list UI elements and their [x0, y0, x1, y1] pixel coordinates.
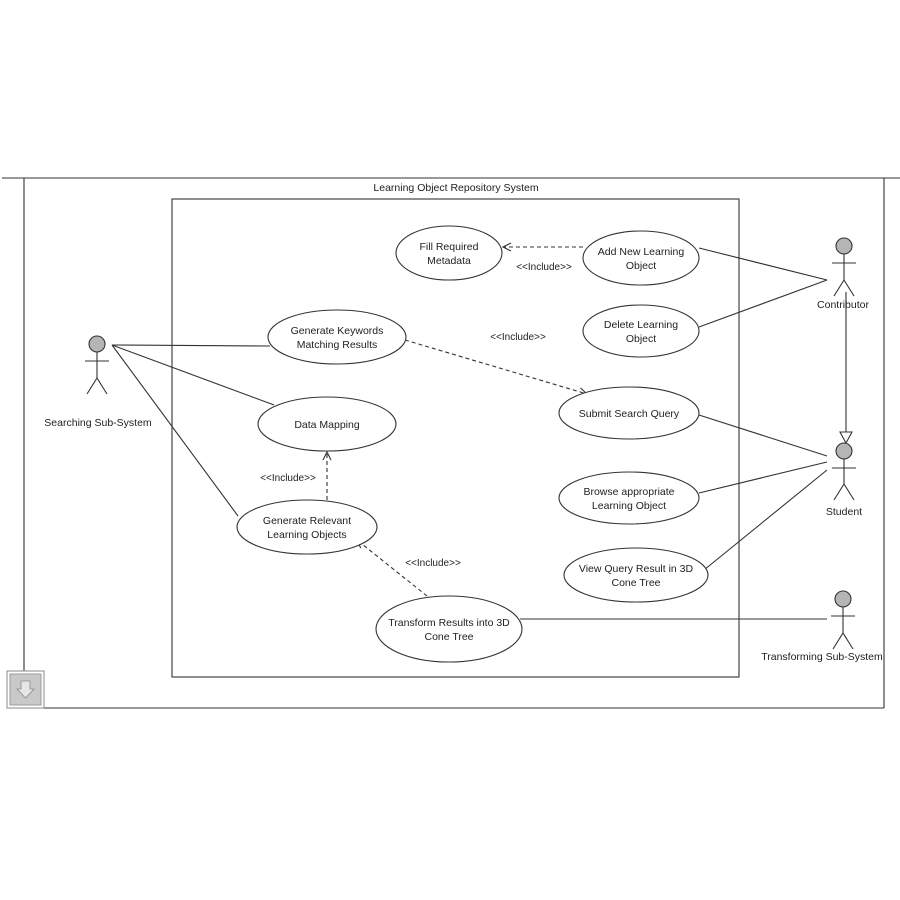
- stick-figure-icon: [832, 442, 856, 501]
- associations: [111, 247, 853, 620]
- include-keywords-submit: [404, 339, 587, 394]
- actor-student-label: Student: [826, 506, 862, 518]
- assoc-searching-relevant: [111, 344, 239, 517]
- stick-figure-icon: [85, 335, 109, 395]
- use-case-fill-metadata[interactable]: Fill Required Metadata: [395, 225, 503, 281]
- include-label-3: <<Include>>: [260, 473, 316, 484]
- uc-view3d-line2: Cone Tree: [611, 577, 660, 589]
- assoc-searching-mapping: [111, 344, 275, 406]
- actor-searching-sub-system[interactable]: Searching Sub-System: [44, 335, 152, 429]
- stick-figure-icon: [831, 590, 855, 650]
- uc-gen-relevant-line1: Generate Relevant: [263, 515, 351, 527]
- use-case-delete-learning-object[interactable]: Delete Learning Object: [582, 304, 700, 358]
- uc-gen-keywords-line1: Generate Keywords: [291, 325, 384, 337]
- assoc-searching-keywords: [111, 344, 271, 347]
- actor-contributor-label: Contributor: [817, 299, 869, 311]
- actor-student[interactable]: Student: [826, 442, 862, 518]
- use-case-add-learning-object[interactable]: Add New Learning Object: [582, 230, 700, 286]
- uc-delete-lo-line2: Object: [626, 333, 656, 345]
- uc-browse-lo-line1: Browse appropriate: [583, 486, 674, 498]
- stick-figure-icon: [832, 237, 856, 297]
- use-case-browse-learning-object[interactable]: Browse appropriate Learning Object: [558, 471, 700, 525]
- scroll-down-icon[interactable]: [6, 670, 45, 709]
- actor-transforming-sub-system[interactable]: Transforming Sub-System: [761, 590, 883, 663]
- uc-add-lo-line1: Add New Learning: [598, 246, 685, 258]
- outer-frame: Learning Object Repository System: [2, 177, 900, 709]
- uc-fill-metadata-line2: Metadata: [427, 255, 471, 267]
- system-title: Learning Object Repository System: [373, 182, 538, 194]
- use-case-submit-search-query[interactable]: Submit Search Query: [558, 386, 700, 440]
- actor-transforming-label: Transforming Sub-System: [761, 651, 883, 663]
- uc-fill-metadata-line1: Fill Required: [420, 241, 479, 253]
- assoc-student-browse: [698, 461, 828, 494]
- uc-gen-keywords-line2: Matching Results: [297, 339, 378, 351]
- assoc-student-view3d: [703, 469, 828, 571]
- include-transform-relevant: [357, 540, 428, 597]
- include-relations: <<Include>> <<Include>> <<Include>> <<In…: [260, 247, 587, 597]
- use-case-generate-keywords[interactable]: Generate Keywords Matching Results: [267, 309, 407, 365]
- uc-add-lo-line2: Object: [626, 260, 656, 272]
- use-case-data-mapping[interactable]: Data Mapping: [257, 396, 397, 452]
- include-label-1: <<Include>>: [516, 262, 572, 273]
- system-boundary: [171, 198, 740, 678]
- uc-browse-lo-line2: Learning Object: [592, 500, 666, 512]
- uc-transform-line2: Cone Tree: [424, 631, 473, 643]
- uc-data-mapping-line1: Data Mapping: [294, 419, 360, 431]
- use-case-generate-relevant[interactable]: Generate Relevant Learning Objects: [236, 499, 378, 555]
- uc-gen-relevant-line2: Learning Objects: [267, 529, 346, 541]
- use-case-transform-results[interactable]: Transform Results into 3D Cone Tree: [375, 595, 523, 663]
- assoc-student-submit: [698, 414, 828, 457]
- uc-view3d-line1: View Query Result in 3D: [579, 563, 694, 575]
- assoc-contributor-add: [698, 247, 828, 281]
- actor-searching-label: Searching Sub-System: [44, 417, 152, 429]
- actor-contributor[interactable]: Contributor: [817, 237, 869, 311]
- uc-submit-query-line1: Submit Search Query: [579, 408, 680, 420]
- include-label-4: <<Include>>: [405, 558, 461, 569]
- assoc-contributor-delete: [698, 279, 828, 328]
- include-label-2: <<Include>>: [490, 332, 546, 343]
- uc-transform-line1: Transform Results into 3D: [388, 617, 510, 629]
- uc-delete-lo-line1: Delete Learning: [604, 319, 678, 331]
- use-case-view-query-3d[interactable]: View Query Result in 3D Cone Tree: [563, 547, 709, 603]
